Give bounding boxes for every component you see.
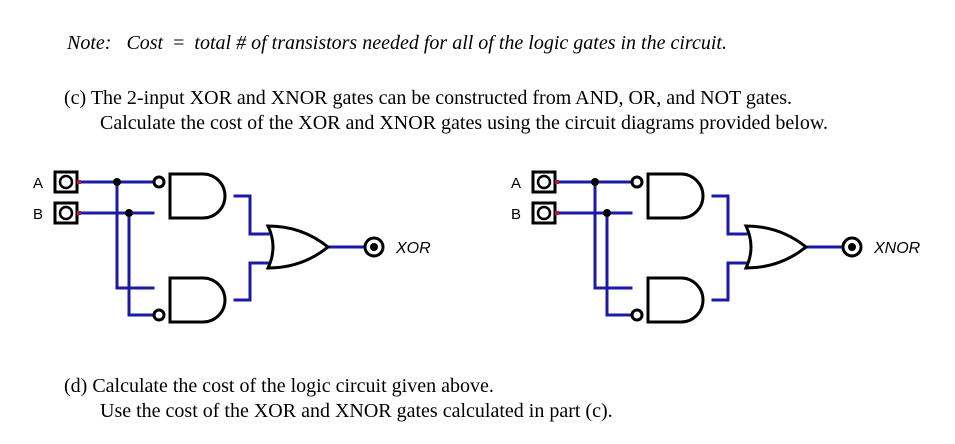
xor-input-b-label: B (33, 206, 43, 223)
xor-output-label: XOR (395, 240, 431, 257)
xor-input-a-label: A (33, 175, 43, 192)
note-line: Note: Cost = total # of transistors need… (67, 31, 727, 55)
xnor-circuit: A B XNOR (511, 170, 921, 324)
part-d-line-2: Use the cost of the XOR and XNOR gates c… (100, 400, 613, 422)
note-definition: total # of transistors needed for all of… (194, 32, 727, 54)
part-c-line-2: Calculate the cost of the XOR and XNOR g… (100, 112, 828, 134)
note-prefix: Note: (67, 32, 112, 54)
note-term: Cost (126, 32, 164, 54)
part-c-line-1: (c) The 2-input XOR and XNOR gates can b… (64, 87, 792, 109)
xor-circuit-body (53, 170, 385, 324)
xnor-input-b-label: B (511, 206, 521, 223)
xnor-input-a-label: A (511, 175, 521, 192)
part-d-line-1: (d) Calculate the cost of the logic circ… (64, 375, 494, 397)
xnor-output-label: XNOR (873, 240, 921, 257)
xor-circuit: A B XOR (33, 170, 431, 324)
note-equals: = (173, 32, 185, 54)
xnor-circuit-body (531, 170, 863, 324)
